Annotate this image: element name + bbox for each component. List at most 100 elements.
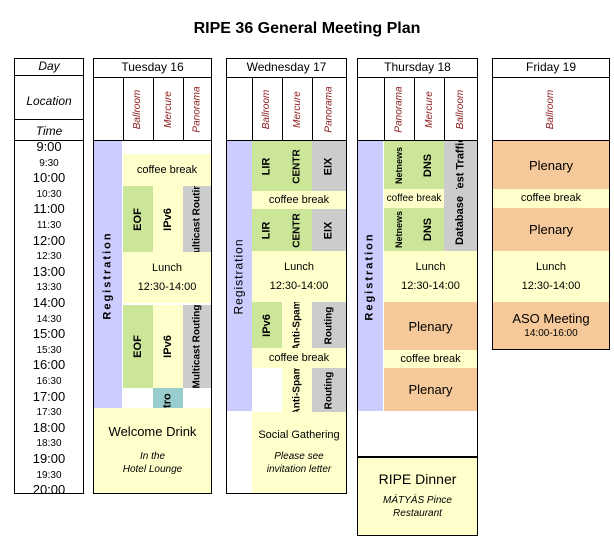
welcome-drink-note: Hotel Lounge (122, 464, 183, 475)
divider (357, 77, 478, 78)
time-label-item: 14:00 (32, 295, 66, 310)
divider (226, 77, 347, 78)
time-label-item: 12:00 (32, 232, 66, 248)
time-label-item: 12:30 (36, 251, 62, 263)
lunch-block: Lunch 12:30-14:00 (123, 252, 211, 303)
room-ballroom: Ballroom (545, 89, 557, 129)
time-label-item: 14:30 (36, 313, 62, 325)
room-ballroom: Ballroom (455, 89, 466, 129)
time-label-item: 20:00 (32, 482, 66, 498)
lunch-label: Lunch (536, 260, 566, 273)
divider (14, 140, 84, 141)
room-panorama: Panorama (393, 85, 405, 133)
time-label-item: 9:00 (36, 139, 62, 154)
divider (252, 77, 253, 140)
session-database: Database (444, 189, 477, 251)
room-mercure: Mercure (423, 90, 435, 128)
divider (312, 77, 313, 140)
session-netnews: Netnews (384, 208, 414, 251)
divider (357, 140, 478, 141)
aso-meeting-time: 14:00-16:00 (524, 327, 578, 339)
day-header-wednesday: Wednesday 17 (246, 60, 327, 74)
time-label-item: 13:30 (36, 282, 62, 294)
session-anti-spam: Anti-Spam (282, 302, 312, 348)
session-routing: Routing (312, 368, 346, 412)
social-gathering-note: invitation letter (266, 464, 332, 475)
registration-block: Registration (227, 141, 252, 411)
aso-meeting-block: ASO Meeting 14:00-16:00 (493, 302, 609, 349)
divider (14, 119, 84, 120)
divider (492, 77, 610, 78)
ripe-dinner-note: MÁTYÁS Pince (383, 495, 452, 506)
session-dns: DNS (414, 208, 444, 251)
lunch-label: Lunch (415, 260, 446, 273)
day-label: Day (38, 59, 60, 73)
session-ipv6: IPv6 (252, 302, 282, 348)
coffee-break: coffee break (384, 350, 477, 368)
time-label-item: 13:00 (32, 263, 66, 279)
time-label-item: 17:00 (32, 388, 66, 404)
aso-meeting-label: ASO Meeting (512, 310, 590, 326)
session-eof: EOF (123, 305, 153, 388)
divider (384, 77, 385, 140)
time-label-item: 11:00 (33, 201, 65, 217)
welcome-drink-note: In the (139, 451, 166, 462)
divider (414, 77, 415, 140)
session-multicast-routing: Multicast Routing (183, 305, 211, 388)
lunch-time: 12:30-14:00 (401, 279, 460, 292)
plenary-block: Plenary (384, 302, 477, 350)
social-gathering-block: Social Gathering Please see invitation l… (252, 412, 346, 493)
divider (183, 77, 184, 140)
plenary-block: Plenary (384, 368, 477, 411)
lunch-block: Lunch 12:30-14:00 (252, 251, 346, 302)
welcome-drink-block: Welcome Drink In the Hotel Lounge (94, 408, 211, 493)
session-ipv6: IPv6 (153, 305, 183, 388)
coffee-break: coffee break (493, 189, 609, 208)
session-multicast-routing: Multicast Routing (183, 186, 211, 252)
label-column (14, 58, 84, 494)
registration-block: Registration (358, 141, 383, 411)
session-routing: Routing (312, 302, 346, 348)
registration-block: Registration (94, 141, 122, 409)
time-label-item: 18:00 (32, 419, 66, 435)
page-title: RIPE 36 General Meeting Plan (193, 20, 421, 37)
social-gathering-label: Social Gathering (258, 429, 340, 441)
lunch-time: 12:30-14:00 (521, 279, 581, 292)
time-label-item: 16:30 (36, 376, 62, 387)
session-centr: CENTR (282, 209, 312, 251)
session-eof: EOF (123, 186, 153, 252)
session-eix: EIX (312, 141, 346, 191)
time-label-item: 16:00 (32, 357, 66, 373)
day-header-friday: Friday 19 (525, 60, 577, 74)
divider (14, 75, 84, 76)
coffee-break: coffee break (123, 154, 211, 186)
room-mercure: Mercure (291, 90, 303, 128)
room-panorama: Panorama (323, 85, 335, 133)
room-ballroom: Ballroom (261, 89, 273, 129)
session-centr: CENTR (282, 141, 312, 191)
coffee-break: coffee break (252, 348, 346, 368)
session-dns: DNS (414, 141, 444, 189)
social-gathering-note: Please see (274, 451, 324, 462)
room-ballroom: Ballroom (132, 89, 144, 129)
time-label-item: 9:30 (39, 157, 59, 169)
day-header-thursday: Thursday 18 (384, 60, 451, 74)
session-lir: LIR (252, 141, 282, 191)
divider (492, 140, 610, 141)
session-lir: LIR (252, 209, 282, 251)
location-label: Location (26, 94, 72, 108)
session-eix: EIX (312, 209, 346, 251)
lunch-block: Lunch 12:30-14:00 (384, 251, 477, 302)
room-panorama: Panorama (192, 85, 204, 133)
session-test-traffic: Test Traffic (444, 141, 477, 189)
lunch-label: Lunch (152, 261, 182, 274)
time-label-item: 19:30 (36, 469, 62, 481)
divider (153, 77, 154, 140)
coffee-break: coffee break (252, 191, 346, 209)
divider (93, 140, 212, 141)
room-mercure: Mercure (162, 90, 174, 128)
time-label-item: 10:30 (36, 188, 62, 200)
time-label-item: 15:00 (32, 326, 66, 342)
plenary-block: Plenary (493, 141, 609, 189)
lunch-time: 12:30-14:00 (269, 279, 329, 292)
